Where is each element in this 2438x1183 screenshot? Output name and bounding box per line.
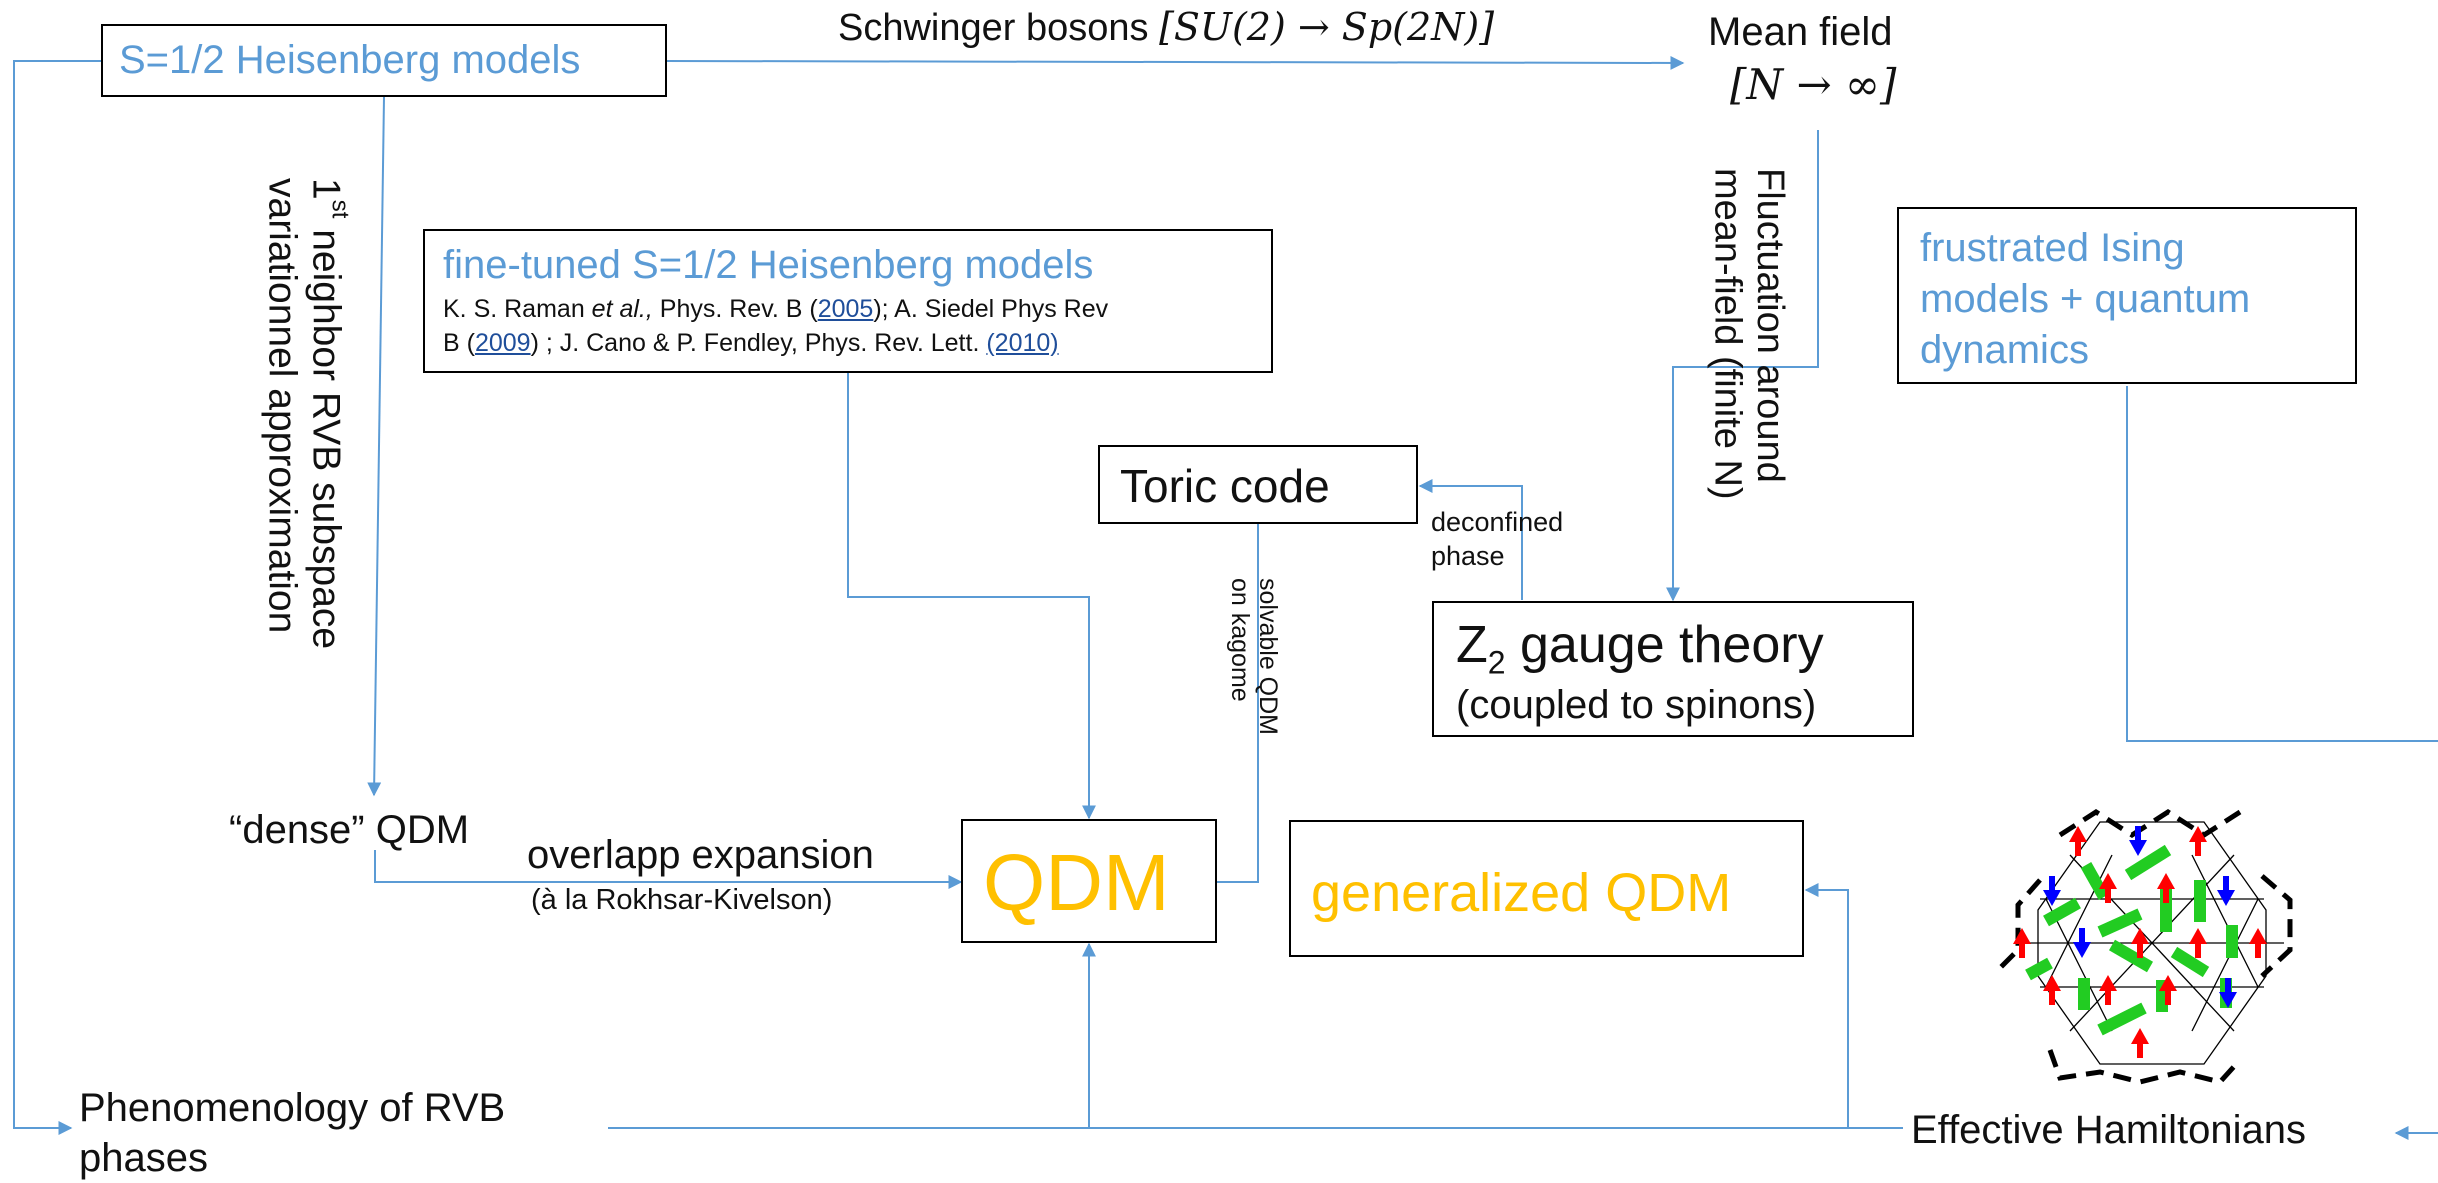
finetuned-ref-line2: B (2009) ; J. Cano & P. Fendley, Phys. R… — [443, 329, 1059, 357]
effective-hamiltonians-label: Effective Hamiltonians — [1911, 1108, 2306, 1152]
edge-heisenberg-to-dense-qdm — [367, 96, 385, 797]
frustrated-ising-box: frustrated Ising models + quantum dynami… — [1897, 207, 2357, 384]
edge-heisenberg-to-phenomenology — [13, 60, 101, 1135]
rvb-line1-sup: st — [326, 199, 354, 219]
kagome-lattice-illustration — [1994, 809, 2293, 1085]
fluctuation-line2: mean-field (finite N) — [1706, 168, 1749, 500]
edge-ising-right-line — [2126, 386, 2438, 742]
frustrated-ising-label: frustrated Ising models + quantum dynami… — [1920, 226, 2251, 373]
deconfined-phase-label: deconfined phase — [1431, 507, 1564, 571]
finetuned-heisenberg-title: fine-tuned S=1/2 Heisenberg models — [443, 243, 1094, 287]
finetuned-heisenberg-box: fine-tuned S=1/2 Heisenberg models K. S.… — [423, 229, 1273, 373]
edge-meanfield-to-z2 — [1666, 130, 1819, 602]
phenomenology-rvb-label: Phenomenology of RVB phases — [79, 1086, 506, 1180]
toric-code-box: Toric code — [1098, 445, 1418, 524]
rvb-line1-post: neighbor RVB subspace — [304, 218, 348, 650]
reference-link-2010[interactable]: (2010) — [986, 329, 1059, 357]
fluctuation-label: Fluctuation around mean-field (finite N) — [1706, 168, 1792, 500]
edge-dense-qdm-to-qdm — [374, 850, 963, 889]
generalized-qdm-box: generalized QDM — [1289, 820, 1804, 957]
rvb-line2: variationnel approximation — [260, 178, 304, 634]
toric-code-label: Toric code — [1120, 460, 1330, 512]
edge-finetuned-to-qdm — [847, 373, 1096, 820]
rvb-approximation-label: 1st neighbor RVB subspace variationnel a… — [260, 178, 354, 650]
finetuned-ref-line1: K. S. Raman et al., Phys. Rev. B (2005);… — [443, 295, 1109, 323]
overlap-expansion-label: overlapp expansion — [527, 833, 874, 877]
edge-qdm-to-toric-code — [1217, 482, 1265, 883]
reference-link-2009[interactable]: 2009 — [474, 329, 531, 357]
heisenberg-models-box: S=1/2 Heisenberg models — [101, 24, 667, 97]
rvb-line1-pre: 1 — [304, 178, 348, 200]
mean-field-title: Mean field — [1708, 10, 1893, 54]
z2-gauge-theory-box: Z2 gauge theory (coupled to spinons) — [1432, 601, 1914, 737]
z2-gauge-theory-subtitle: (coupled to spinons) — [1456, 683, 1817, 727]
edge-effective-to-generalized-qdm — [1804, 883, 1849, 1128]
dense-qdm-label: “dense” QDM — [229, 808, 470, 852]
generalized-qdm-label: generalized QDM — [1311, 863, 1732, 923]
solvable-qdm-label: solvable QDM on kagome — [1226, 578, 1282, 735]
reference-link-2005[interactable]: 2005 — [817, 295, 874, 323]
qdm-box: QDM — [961, 819, 1217, 943]
edge-heisenberg-to-meanfield — [666, 55, 1685, 70]
schwinger-label-text: Schwinger bosons — [838, 7, 1160, 49]
mean-field-limit: [N → ∞] — [1730, 60, 1897, 109]
fluctuation-line1: Fluctuation around — [1749, 168, 1792, 483]
schwinger-label-math: [SU(2) → Sp(2N)] — [1159, 5, 1495, 49]
heisenberg-models-label: S=1/2 Heisenberg models — [119, 38, 581, 82]
qdm-label: QDM — [983, 838, 1170, 927]
z2-gauge-theory-title: Z2 gauge theory — [1456, 616, 1824, 681]
edge-z2-to-toric-code — [1418, 479, 1523, 600]
schwinger-bosons-label: Schwinger bosons [SU(2) → Sp(2N)] — [838, 8, 1494, 47]
rokhsar-kivelson-label: (à la Rokhsar-Kivelson) — [531, 884, 833, 916]
